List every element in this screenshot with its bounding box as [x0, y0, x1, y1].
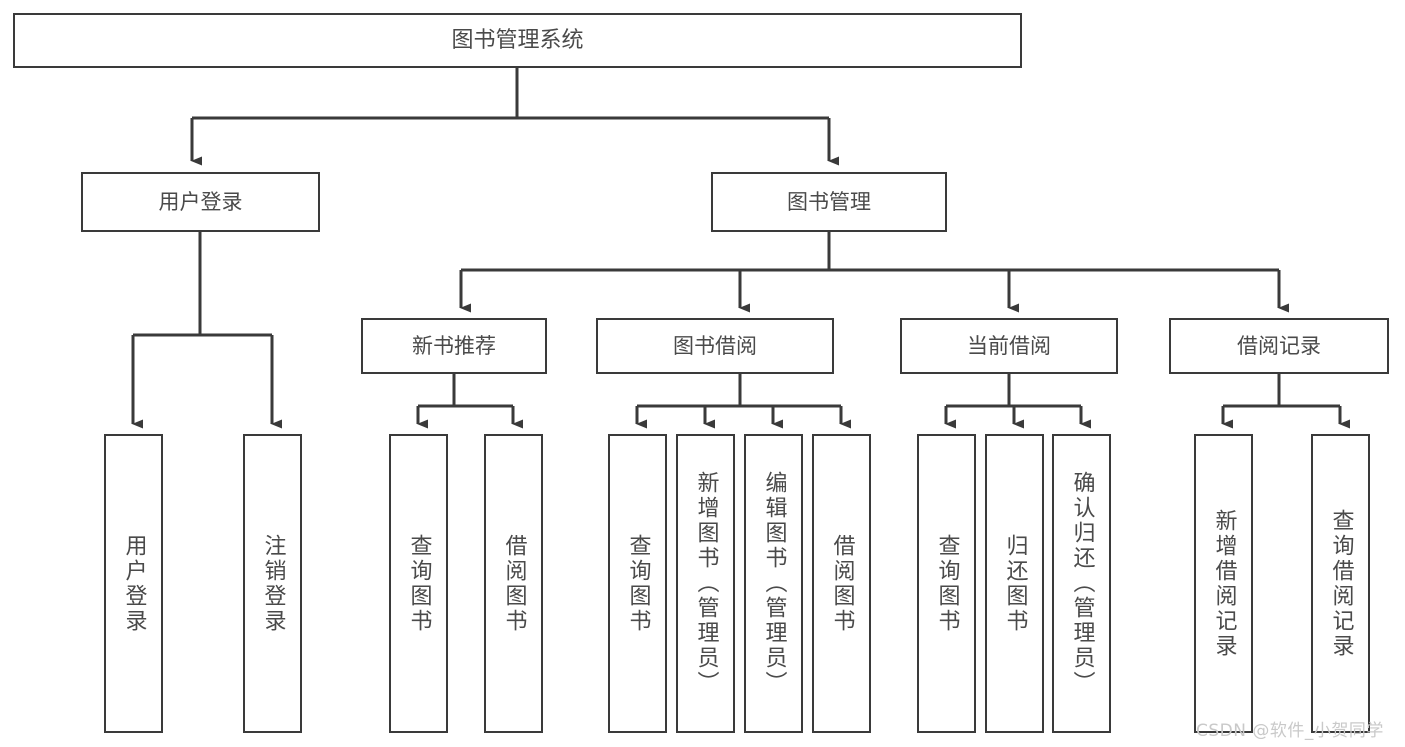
- node-leaf-query-book-1[interactable]: 查询图书: [389, 434, 448, 733]
- node-borrow-record[interactable]: 借阅记录: [1169, 318, 1389, 374]
- node-leaf-confirm-return-admin[interactable]: 确认归还（管理员）: [1052, 434, 1111, 733]
- node-current-borrow-label: 当前借阅: [967, 333, 1051, 358]
- node-book-borrow-label: 图书借阅: [673, 333, 757, 358]
- node-leaf-query-book-3-label: 查询图书: [934, 533, 960, 634]
- node-new-book-recommend-label: 新书推荐: [412, 333, 496, 358]
- node-leaf-confirm-return-admin-label: 确认归还（管理员）: [1069, 471, 1095, 696]
- node-leaf-query-borrow-record[interactable]: 查询借阅记录: [1311, 434, 1370, 733]
- node-leaf-borrow-book-2-label: 借阅图书: [829, 533, 855, 634]
- node-leaf-add-borrow-record-label: 新增借阅记录: [1211, 508, 1237, 659]
- node-leaf-logout-login-label: 注销登录: [260, 533, 286, 634]
- node-leaf-borrow-book-1[interactable]: 借阅图书: [484, 434, 543, 733]
- node-leaf-return-book[interactable]: 归还图书: [985, 434, 1044, 733]
- node-leaf-logout-login[interactable]: 注销登录: [243, 434, 302, 733]
- node-leaf-user-login[interactable]: 用户登录: [104, 434, 163, 733]
- node-leaf-edit-book-admin[interactable]: 编辑图书（管理员）: [744, 434, 803, 733]
- node-root[interactable]: 图书管理系统: [13, 13, 1022, 68]
- node-leaf-edit-book-admin-label: 编辑图书（管理员）: [761, 471, 787, 696]
- node-leaf-user-login-label: 用户登录: [121, 533, 147, 634]
- node-book-borrow[interactable]: 图书借阅: [596, 318, 834, 374]
- node-leaf-query-book-2[interactable]: 查询图书: [608, 434, 667, 733]
- node-book-management[interactable]: 图书管理: [711, 172, 947, 232]
- node-leaf-add-book-admin[interactable]: 新增图书（管理员）: [676, 434, 735, 733]
- node-user-login-label: 用户登录: [158, 189, 243, 214]
- node-leaf-add-borrow-record[interactable]: 新增借阅记录: [1194, 434, 1253, 733]
- node-book-management-label: 图书管理: [787, 189, 871, 214]
- node-current-borrow[interactable]: 当前借阅: [900, 318, 1118, 374]
- node-leaf-query-book-3[interactable]: 查询图书: [917, 434, 976, 733]
- node-borrow-record-label: 借阅记录: [1237, 333, 1321, 358]
- node-leaf-query-book-2-label: 查询图书: [625, 533, 651, 634]
- node-leaf-borrow-book-1-label: 借阅图书: [501, 533, 527, 634]
- node-leaf-add-book-admin-label: 新增图书（管理员）: [693, 471, 719, 696]
- csdn-watermark: CSDN @软件_小贺同学: [1196, 721, 1384, 741]
- node-leaf-query-borrow-record-label: 查询借阅记录: [1328, 508, 1354, 659]
- node-root-label: 图书管理系统: [451, 27, 584, 53]
- node-leaf-query-book-1-label: 查询图书: [406, 533, 432, 634]
- node-new-book-recommend[interactable]: 新书推荐: [361, 318, 547, 374]
- node-user-login[interactable]: 用户登录: [81, 172, 320, 232]
- node-leaf-borrow-book-2[interactable]: 借阅图书: [812, 434, 871, 733]
- node-leaf-return-book-label: 归还图书: [1002, 533, 1028, 634]
